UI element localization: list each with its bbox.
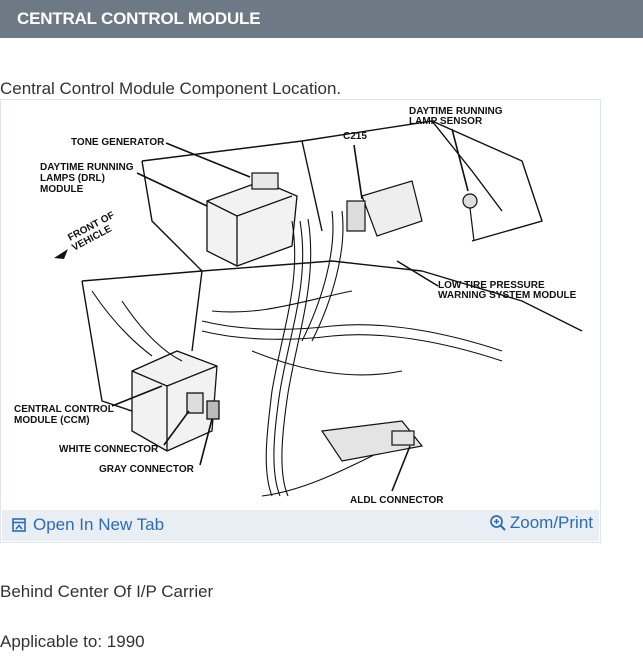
low-tire-module xyxy=(361,180,423,237)
drl-module xyxy=(206,180,298,267)
section-title: CENTRAL CONTROL MODULE xyxy=(17,9,261,28)
label-drl-line2: LAMPS (DRL) xyxy=(40,173,105,184)
label-tone-generator: TONE GENERATOR xyxy=(71,137,165,148)
zoom-print-link[interactable]: Zoom/Print xyxy=(489,513,593,533)
component-location-diagram[interactable]: TONE GENERATOR DAYTIME RUNNING LAMPS (DR… xyxy=(2,101,599,510)
label-aldl-connector: ALDL CONNECTOR xyxy=(350,495,444,506)
aldl-connector xyxy=(320,420,424,462)
ccm-module xyxy=(131,350,220,452)
label-drl-sensor-line2: LAMP SENSOR xyxy=(409,116,483,127)
diagram-labels: TONE GENERATOR DAYTIME RUNNING LAMPS (DR… xyxy=(14,106,577,506)
wiring-harness xyxy=(91,210,503,497)
dashboard-outline xyxy=(81,120,583,432)
label-low-tire-line2: WARNING SYSTEM MODULE xyxy=(438,290,577,301)
c215-connector xyxy=(346,200,366,232)
diagram-caption: Central Control Module Component Locatio… xyxy=(0,79,342,98)
external-tab-icon xyxy=(12,518,26,532)
front-arrow-icon xyxy=(54,249,68,259)
label-drl-sensor-line1: DAYTIME RUNNING xyxy=(409,106,503,117)
label-white-connector: WHITE CONNECTOR xyxy=(59,444,159,455)
label-gray-connector: GRAY CONNECTOR xyxy=(99,464,195,475)
tone-generator xyxy=(251,172,279,190)
label-drl-line1: DAYTIME RUNNING xyxy=(40,162,134,173)
section-header: CENTRAL CONTROL MODULE xyxy=(0,0,643,38)
magnifier-plus-icon xyxy=(490,515,506,531)
leader-arrows xyxy=(111,128,469,492)
diagram-figure: TONE GENERATOR DAYTIME RUNNING LAMPS (DR… xyxy=(0,99,601,543)
label-drl-line3: MODULE xyxy=(40,184,84,195)
location-text: Behind Center Of I/P Carrier xyxy=(0,582,214,601)
open-in-new-tab-link[interactable]: Open In New Tab xyxy=(12,515,164,535)
label-ccm-line1: CENTRAL CONTROL xyxy=(14,404,114,415)
label-c215: C215 xyxy=(343,131,367,142)
label-ccm-line2: MODULE (CCM) xyxy=(14,415,90,426)
applicable-text: Applicable to: 1990 xyxy=(0,632,145,651)
open-in-new-tab-label: Open In New Tab xyxy=(33,515,165,534)
diagram-toolbar: Open In New Tab Zoom/Print xyxy=(2,510,599,541)
label-low-tire-line1: LOW TIRE PRESSURE xyxy=(438,280,545,291)
drl-lamp-sensor xyxy=(462,193,478,242)
zoom-print-label: Zoom/Print xyxy=(509,513,593,532)
